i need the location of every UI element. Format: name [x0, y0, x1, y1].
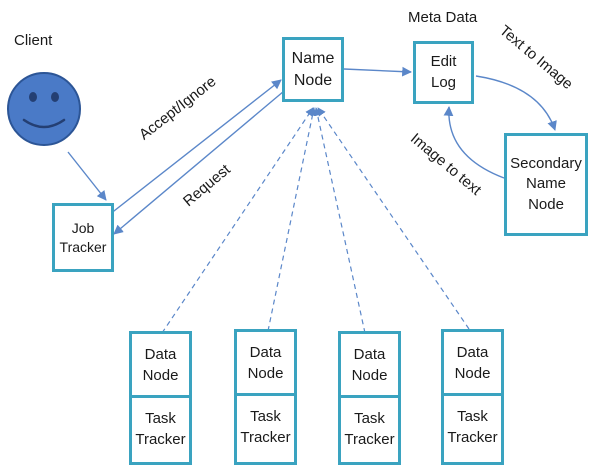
data-node-3-box: Data Node: [338, 331, 401, 398]
editlog-to-secondary-arrow: [475, 75, 557, 131]
secondary-line3: Node: [528, 195, 564, 213]
edit-log-box: Edit Log: [413, 41, 474, 104]
datanode-3-dashed-link: [313, 107, 366, 334]
data-node-1-line1: Data: [144, 345, 177, 363]
secondary-name-node-box: Secondary Name Node: [504, 133, 588, 236]
task-tracker-4-box: Task Tracker: [441, 393, 504, 465]
datanode-1-dashed-link: [161, 107, 314, 334]
task-tracker-1-box: Task Tracker: [129, 395, 192, 465]
secondary-to-editlog-arrow: [443, 106, 505, 179]
edit-log-line2: Log: [430, 73, 457, 91]
secondary-line1: Secondary: [510, 155, 582, 173]
task-tracker-2-line2: Tracker: [240, 429, 291, 446]
data-node-4-line1: Data: [456, 343, 489, 361]
name-node-line1: Name: [291, 49, 335, 67]
job-tracker-line2: Tracker: [59, 238, 107, 255]
datanode-2-dashed-link: [267, 107, 317, 332]
data-node-3-line1: Data: [353, 345, 386, 363]
task-tracker-3-box: Task Tracker: [338, 395, 401, 465]
client-to-jobtracker-arrow: [67, 151, 107, 201]
task-tracker-4-line1: Task: [457, 408, 488, 425]
data-node-4-box: Data Node: [441, 329, 504, 396]
namenode-to-jobtracker-arrow: [113, 85, 291, 235]
name-node-box: Name Node: [282, 37, 344, 102]
job-tracker-line1: Job: [71, 219, 95, 236]
secondary-line2: Name: [525, 175, 566, 193]
jobtracker-to-namenode-arrow: [104, 79, 282, 219]
namenode-to-editlog-arrow: [343, 66, 412, 77]
client-smiley-icon: [7, 72, 81, 146]
data-node-3-line2: Node: [351, 366, 388, 384]
client-label: Client: [14, 32, 53, 49]
task-tracker-2-line1: Task: [250, 408, 281, 425]
data-node-1-box: Data Node: [129, 331, 192, 398]
task-tracker-2-box: Task Tracker: [234, 393, 297, 465]
task-tracker-4-line2: Tracker: [447, 429, 498, 446]
task-tracker-1-line1: Task: [145, 410, 176, 427]
data-node-2-line2: Node: [247, 364, 284, 382]
task-tracker-3-line2: Tracker: [344, 431, 395, 448]
task-tracker-3-line1: Task: [354, 410, 385, 427]
task-tracker-1-line2: Tracker: [135, 431, 186, 448]
data-node-2-line1: Data: [249, 343, 282, 361]
data-node-2-box: Data Node: [234, 329, 297, 396]
data-node-4-line2: Node: [454, 364, 491, 382]
job-tracker-box: Job Tracker: [52, 203, 114, 272]
edit-log-line1: Edit: [430, 53, 457, 71]
data-node-1-line2: Node: [142, 366, 179, 384]
meta-data-label: Meta Data: [408, 9, 478, 26]
name-node-line2: Node: [293, 71, 333, 89]
